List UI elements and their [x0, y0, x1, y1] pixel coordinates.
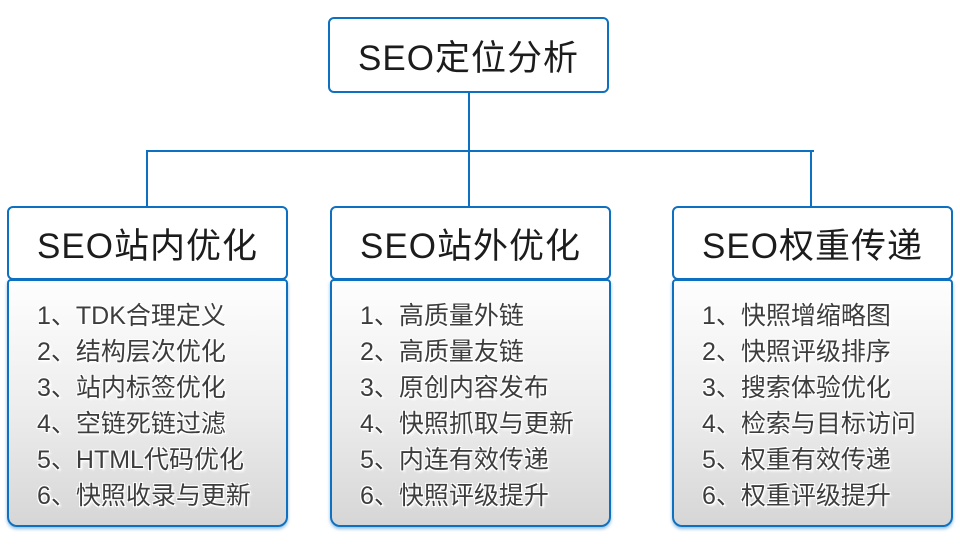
branch-header-onsite: SEO站内优化 — [7, 206, 288, 280]
list-item: 5、HTML代码优化 — [37, 446, 244, 474]
branch-title: SEO站外优化 — [360, 226, 581, 266]
list-item: 4、快照抓取与更新 — [360, 410, 574, 438]
list-item: 4、空链死链过滤 — [37, 410, 226, 438]
branch-title: SEO站内优化 — [37, 226, 258, 266]
branch-header-offsite: SEO站外优化 — [330, 206, 611, 280]
connector-root-vertical — [468, 93, 470, 151]
root-node-title: SEO定位分析 — [358, 38, 579, 78]
list-item: 6、快照收录与更新 — [37, 482, 251, 510]
branch-list-offsite: 1、高质量外链 2、高质量友链 3、原创内容发布 4、快照抓取与更新 5、内连有… — [330, 279, 611, 527]
connector-horizontal — [146, 150, 814, 152]
list-item: 3、搜索体验优化 — [702, 374, 891, 402]
list-item: 1、快照增缩略图 — [702, 302, 891, 330]
list-item: 5、权重有效传递 — [702, 446, 891, 474]
list-item: 2、高质量友链 — [360, 338, 524, 366]
list-item: 6、权重评级提升 — [702, 482, 891, 510]
connector-left-vertical — [146, 150, 148, 207]
list-item: 3、站内标签优化 — [37, 374, 226, 402]
branch-title: SEO权重传递 — [702, 226, 923, 266]
list-item: 1、高质量外链 — [360, 302, 524, 330]
connector-middle-vertical — [468, 150, 470, 207]
root-node: SEO定位分析 — [328, 17, 609, 93]
branch-list-onsite: 1、TDK合理定义 2、结构层次优化 3、站内标签优化 4、空链死链过滤 5、H… — [7, 279, 288, 527]
connector-right-vertical — [810, 150, 812, 207]
list-item: 3、原创内容发布 — [360, 374, 549, 402]
branch-header-weight: SEO权重传递 — [672, 206, 953, 280]
branch-list-weight: 1、快照增缩略图 2、快照评级排序 3、搜索体验优化 4、检索与目标访问 5、权… — [672, 279, 953, 527]
list-item: 2、快照评级排序 — [702, 338, 891, 366]
list-item: 6、快照评级提升 — [360, 482, 549, 510]
list-item: 1、TDK合理定义 — [37, 302, 226, 330]
list-item: 5、内连有效传递 — [360, 446, 549, 474]
list-item: 4、检索与目标访问 — [702, 410, 916, 438]
list-item: 2、结构层次优化 — [37, 338, 226, 366]
